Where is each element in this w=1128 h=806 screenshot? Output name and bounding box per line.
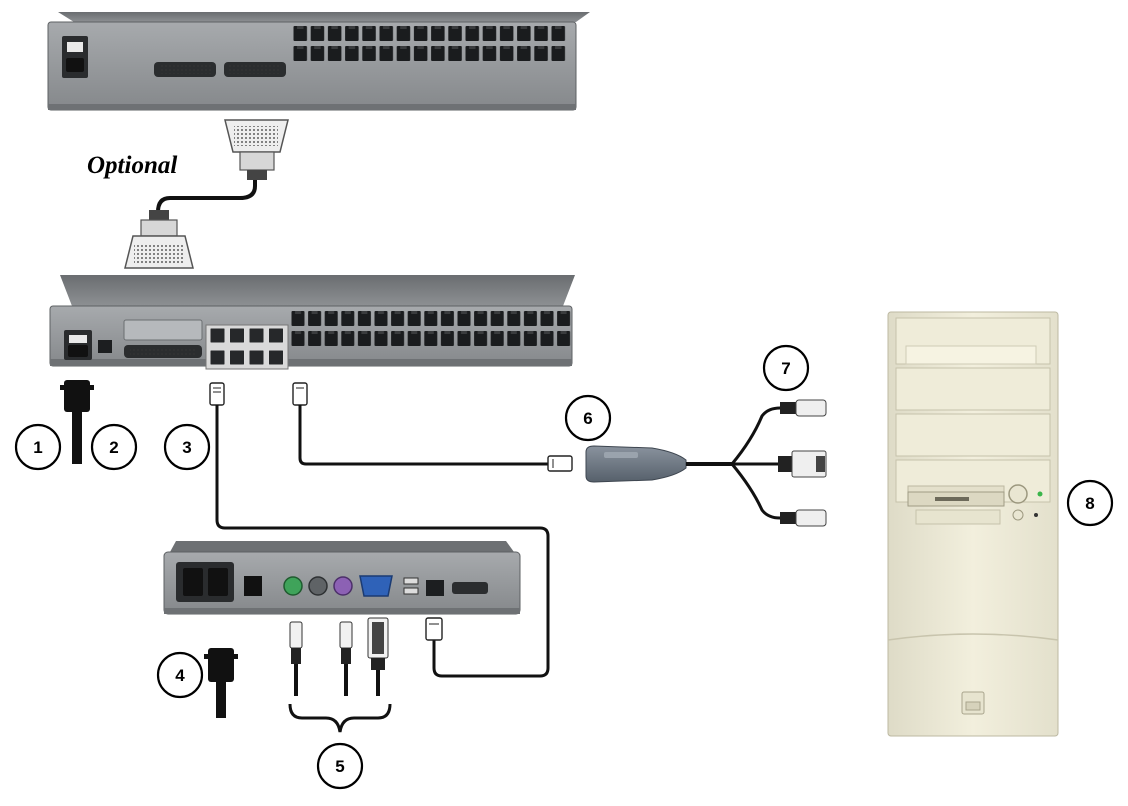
svg-text:6: 6 [583,409,592,428]
power-inlet-icon [64,330,92,360]
callout-3: 3 [163,423,211,471]
vga-port-icon [359,575,393,597]
svg-text:3: 3 [182,438,191,457]
svg-text:5: 5 [335,757,344,776]
callout-4: 4 [156,651,204,699]
vga-plug-icon [367,617,389,696]
ps2-plug-icon [780,399,827,417]
expansion-kvm-switch [47,12,590,111]
ps2-plug-icon [780,509,827,527]
power-switch [244,576,262,596]
db25-connector-icon [124,210,194,269]
ps2-port-icon [333,576,353,596]
rj45-plug-icon [547,455,573,472]
expansion-port-out [224,62,286,77]
callout-5: 5 [316,742,364,790]
ps2-port-icon [308,576,328,596]
rj45-plug-icon [292,382,308,406]
option-slot [123,319,203,341]
reset-button [1012,509,1024,521]
expansion-cable [124,119,289,269]
callout-2: 2 [90,423,138,471]
rj45-port-icon [208,327,286,367]
optional-label: Optional [87,152,177,179]
svg-text:2: 2 [109,438,118,457]
callout-1: 1 [14,423,62,471]
expansion-port-in [154,62,216,77]
power-led [1037,491,1043,497]
ps2-port-icon [283,576,303,596]
rj45-port-icon [290,309,572,353]
callout-8: 8 [1066,479,1114,527]
rj45-port-icon [98,340,112,353]
local-user-cable [209,382,550,678]
serial-port [452,582,488,594]
power-button [1008,484,1028,504]
power-inlet-icon [176,562,234,602]
rj45-plug-icon [209,382,225,406]
svg-text:4: 4 [175,666,185,685]
station-power-cord [204,648,238,718]
computer-interface-module [585,399,827,527]
svg-text:7: 7 [781,359,790,378]
db25-connector-icon [224,119,289,180]
hdd-led [1034,513,1038,517]
callout-7: 7 [762,344,810,392]
main-kvm-switch [49,275,575,370]
rj45-plug-icon [425,617,443,641]
cat5-cable [292,382,573,472]
local-user-station [163,541,521,615]
usb-port-icon [403,577,419,595]
rj45-port-icon [292,24,568,68]
svg-text:1: 1 [33,438,42,457]
svg-text:8: 8 [1085,494,1094,513]
power-cord [60,380,94,464]
peripheral-cables [288,617,392,733]
power-inlet-icon [62,36,88,78]
ps2-plug-icon [339,621,353,696]
rj45-port-icon [426,580,444,596]
vga-plug-icon [778,450,827,478]
ps2-plug-icon [289,621,303,696]
callout-6: 6 [564,394,612,442]
expansion-port [124,345,202,358]
target-computer [887,311,1059,737]
grouping-bracket [288,703,392,733]
